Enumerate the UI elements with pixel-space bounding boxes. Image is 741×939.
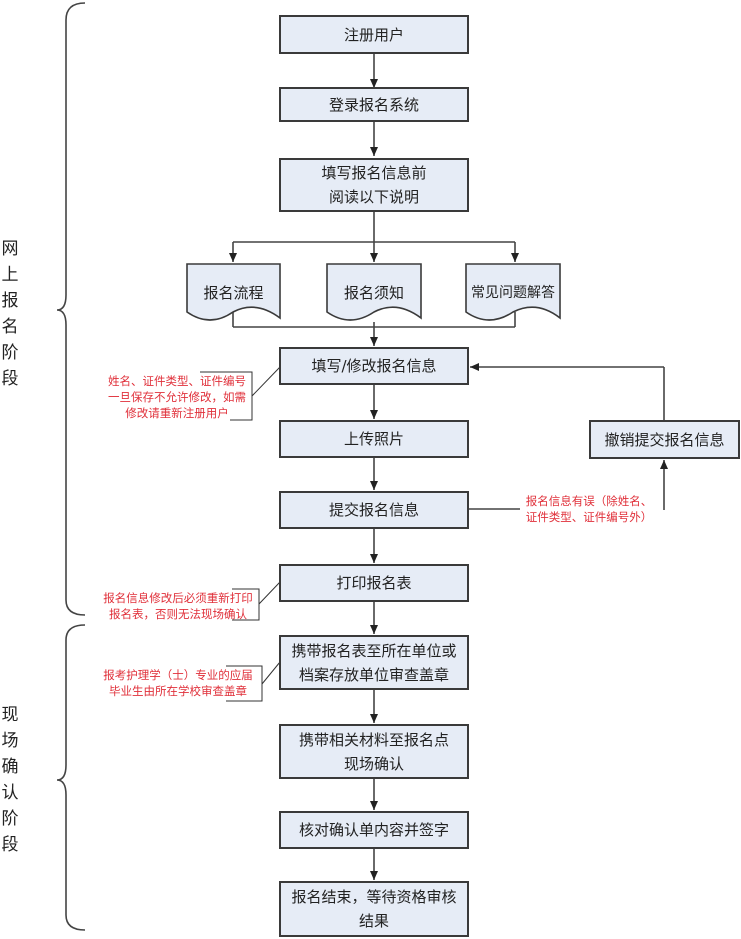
- doc-shape-process: [186, 263, 281, 321]
- step-fill-modify[interactable]: 填写/修改报名信息: [279, 347, 469, 385]
- step-finish[interactable]: 报名结束，等待资格审核 结果: [279, 881, 469, 937]
- step-cancel-submit-label: 撤销提交报名信息: [604, 430, 725, 449]
- note-reprint-line1: 报名信息修改后必须重新打印: [103, 591, 253, 605]
- doc-faq[interactable]: 常见问题解答: [466, 264, 560, 314]
- step-fill-modify-label: 填写/修改报名信息: [311, 357, 437, 375]
- note-name-id: 姓名、证件类型、证件编号 一旦保存不允许修改，如需 修改请重新注册用户: [100, 373, 254, 421]
- step-read-before[interactable]: 填写报名信息前 阅读以下说明: [279, 158, 469, 212]
- step-finish-line2: 结果: [358, 912, 389, 930]
- doc-notice[interactable]: 报名须知: [327, 264, 421, 314]
- online-phase-brace: [56, 2, 86, 616]
- step-submit-label: 提交报名信息: [328, 501, 419, 519]
- note-reprint-line2: 报名表，否则无法现场确认: [109, 607, 247, 621]
- step-verify-sign-label: 核对确认单内容并签字: [298, 821, 449, 839]
- note-info-error-line1: 报名信息有误（除姓名、: [525, 494, 653, 508]
- step-print-form-label: 打印报名表: [336, 574, 412, 592]
- step-upload-photo[interactable]: 上传照片: [279, 420, 469, 458]
- step-register[interactable]: 注册用户: [279, 15, 469, 54]
- step-upload-photo-label: 上传照片: [343, 430, 404, 448]
- step-finish-line1: 报名结束，等待资格审核: [291, 888, 457, 906]
- step-take-materials-line1: 携带相关材料至报名点: [298, 730, 449, 749]
- doc-process-label: 报名流程: [203, 284, 264, 302]
- phase-onsite-text: 现场确认阶段: [1, 705, 19, 855]
- note-nursing: 报考护理学（士）专业的应届 毕业生由所在学校审查盖章: [98, 667, 258, 699]
- doc-shape-faq: [465, 263, 561, 321]
- note-name-id-line3: 修改请重新注册用户: [125, 406, 229, 420]
- note-reprint: 报名信息修改后必须重新打印 报名表，否则无法现场确认: [98, 590, 258, 622]
- step-take-form-line2: 档案存放单位审查盖章: [298, 665, 449, 684]
- step-login-label: 登录报名系统: [328, 95, 419, 114]
- step-read-before-line1: 填写报名信息前: [321, 164, 427, 182]
- step-read-before-line2: 阅读以下说明: [328, 188, 419, 206]
- note-name-id-line1: 姓名、证件类型、证件编号: [108, 374, 246, 388]
- doc-process[interactable]: 报名流程: [187, 264, 280, 314]
- step-verify-sign[interactable]: 核对确认单内容并签字: [279, 811, 469, 849]
- phase-label-online: 网上报名阶段: [0, 236, 20, 392]
- doc-faq-label: 常见问题解答: [471, 285, 555, 301]
- step-take-materials[interactable]: 携带相关材料至报名点 现场确认: [279, 724, 469, 779]
- note-nursing-line2: 毕业生由所在学校审查盖章: [109, 684, 247, 698]
- note-nursing-line1: 报考护理学（士）专业的应届: [103, 668, 253, 682]
- doc-notice-label: 报名须知: [343, 284, 404, 302]
- note-name-id-line2: 一旦保存不允许修改，如需: [108, 390, 246, 404]
- step-cancel-submit[interactable]: 撤销提交报名信息: [589, 420, 740, 459]
- step-take-materials-line2: 现场确认: [343, 754, 404, 773]
- step-take-form-line1: 携带报名表至所在单位或: [291, 641, 457, 660]
- onsite-phase-brace: [56, 624, 86, 931]
- note-info-error: 报名信息有误（除姓名、 证件类型、证件编号外）: [514, 493, 664, 525]
- step-register-label: 注册用户: [343, 25, 404, 44]
- step-print-form[interactable]: 打印报名表: [279, 564, 469, 602]
- phase-label-onsite: 现场确认阶段: [0, 702, 20, 858]
- step-take-form[interactable]: 携带报名表至所在单位或 档案存放单位审查盖章: [279, 635, 469, 690]
- step-login[interactable]: 登录报名系统: [279, 87, 469, 122]
- doc-shape-notice: [326, 263, 422, 321]
- note-info-error-line2: 证件类型、证件编号外）: [525, 510, 653, 524]
- phase-online-text: 网上报名阶段: [1, 239, 19, 389]
- step-submit[interactable]: 提交报名信息: [279, 491, 469, 529]
